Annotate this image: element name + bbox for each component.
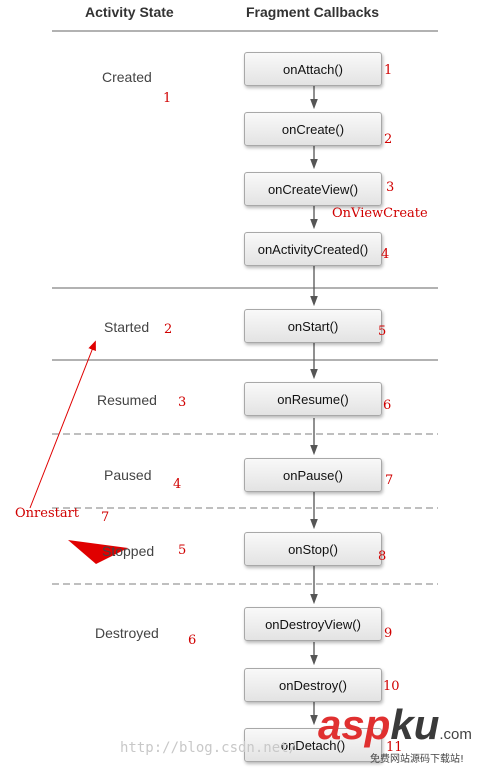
- callback-onactivitycreated: onActivityCreated(): [244, 232, 382, 266]
- logo-ku: ku: [390, 701, 440, 748]
- callback-onactivitycreated-number: 4: [381, 247, 390, 262]
- state-stopped-number: 5: [178, 543, 187, 558]
- state-stopped: Stopped: [102, 543, 155, 559]
- callback-ondetach: onDetach(): [244, 728, 382, 762]
- state-paused: Paused: [104, 467, 152, 483]
- logo-tagline: 免费网站源码下载站!: [370, 754, 465, 765]
- state-created-number: 1: [163, 91, 172, 106]
- onrestart-annotation: Onrestart: [15, 506, 80, 521]
- callback-ondetach-number: 11: [386, 740, 403, 755]
- state-resumed-number: 3: [178, 395, 187, 410]
- stopped-red-pointer: [68, 540, 128, 564]
- callback-onresume-number: 6: [383, 398, 392, 413]
- onviewcreate-annotation: OnViewCreate: [332, 206, 428, 221]
- callback-onpause-number: 7: [385, 473, 394, 488]
- fragment-callbacks-header: Fragment Callbacks: [246, 4, 380, 20]
- blog-url-watermark: http://blog.csdn.net/: [120, 740, 298, 756]
- callback-onstop-number: 8: [378, 549, 387, 564]
- callback-ondestroyview-number: 9: [384, 626, 393, 641]
- callback-oncreateview-number: 3: [386, 180, 395, 195]
- callback-onpause: onPause(): [244, 458, 382, 492]
- logo-asp: asp: [318, 701, 391, 748]
- onrestart-arrow: [29, 340, 96, 509]
- callback-ondestroy-number: 10: [383, 679, 400, 694]
- callback-onstart: onStart(): [244, 309, 382, 343]
- state-destroyed: Destroyed: [95, 625, 159, 641]
- callback-onattach-number: 1: [384, 63, 393, 78]
- state-destroyed-number: 6: [188, 633, 197, 648]
- logo-com: .com: [439, 726, 472, 743]
- callback-ondestroyview: onDestroyView(): [244, 607, 382, 641]
- callback-onstart-number: 5: [378, 324, 387, 339]
- callback-ondestroy: onDestroy(): [244, 668, 382, 702]
- callback-oncreate-number: 2: [384, 132, 393, 147]
- callback-oncreateview: onCreateView(): [244, 172, 382, 206]
- activity-state-header: Activity State: [85, 4, 174, 20]
- state-started: Started: [104, 319, 150, 335]
- state-resumed: Resumed: [97, 392, 157, 408]
- callback-onattach: onAttach(): [244, 52, 382, 86]
- callback-onresume: onResume(): [244, 382, 382, 416]
- callback-oncreate: onCreate(): [244, 112, 382, 146]
- state-paused-number: 4: [173, 477, 182, 492]
- state-created: Created: [102, 69, 152, 85]
- state-started-number: 2: [164, 322, 173, 337]
- callback-onstop: onStop(): [244, 532, 382, 566]
- onrestart-number: 7: [101, 510, 110, 525]
- aspku-logo: aspku.com: [318, 704, 472, 746]
